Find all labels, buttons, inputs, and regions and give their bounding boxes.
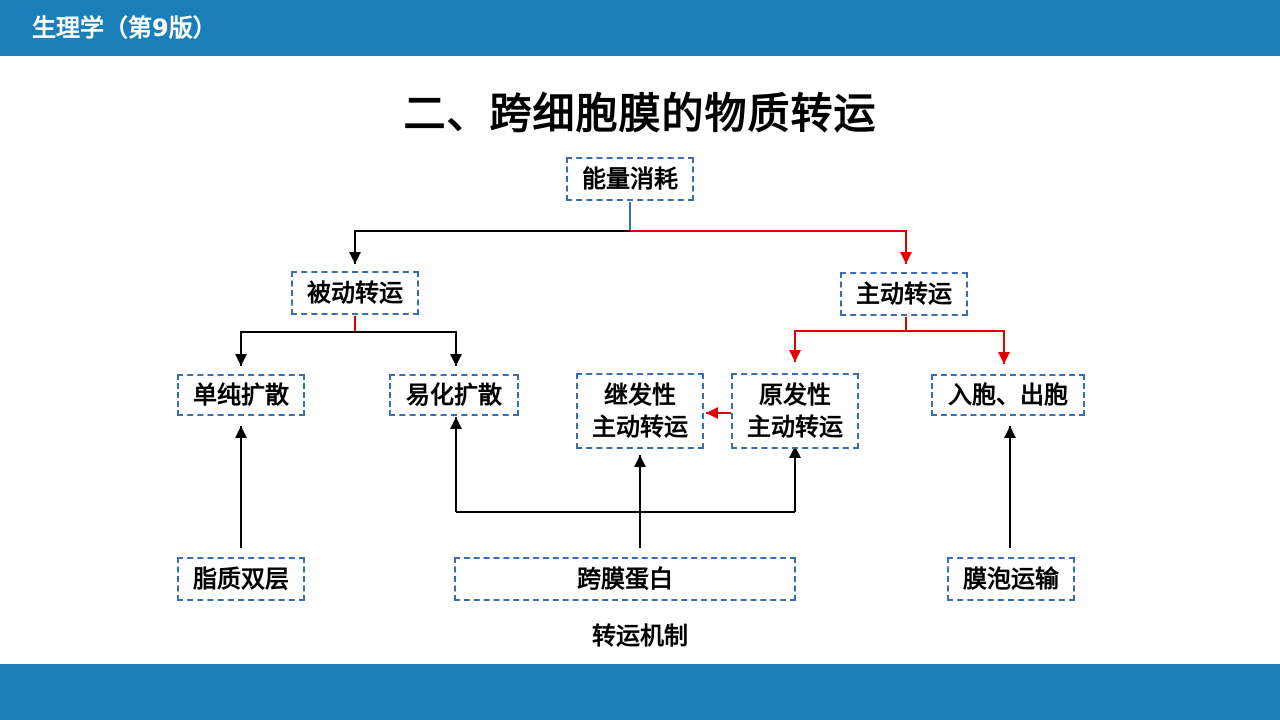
transport-mechanism-caption: 转运机制: [592, 622, 688, 650]
active-transport-node: 主动转运: [840, 272, 968, 316]
energy-to-active-connector: [630, 230, 912, 264]
membrane-protein-node: 跨膜蛋白: [454, 557, 796, 601]
secondary-active-transport-node: 继发性 主动转运: [576, 373, 704, 449]
slide-title: 二、跨细胞膜的物质转运: [403, 89, 877, 138]
book-title: 生理学（第9版）: [32, 14, 217, 42]
passive-to-facilitated-connector: [355, 331, 462, 366]
passive-to-simple-connector: [235, 331, 355, 366]
vesicle-transport-node: 膜泡运输: [947, 557, 1075, 601]
energy-consumption-node: 能量消耗: [566, 157, 694, 201]
endocytosis-exocytosis-node: 入胞、出胞: [931, 374, 1085, 416]
primary-active-transport-node: 原发性 主动转运: [731, 373, 859, 449]
footer-bar: [0, 664, 1280, 720]
active-to-primary-connector: [789, 330, 906, 362]
passive-transport-node: 被动转运: [291, 271, 419, 315]
active-to-endo-connector: [906, 330, 1010, 364]
header-bar: 生理学（第9版）: [0, 0, 1280, 56]
energy-to-passive-connector: [349, 230, 630, 264]
simple-diffusion-node: 单纯扩散: [177, 374, 305, 416]
lipid-bilayer-node: 脂质双层: [177, 557, 305, 601]
facilitated-diffusion-node: 易化扩散: [389, 374, 519, 416]
